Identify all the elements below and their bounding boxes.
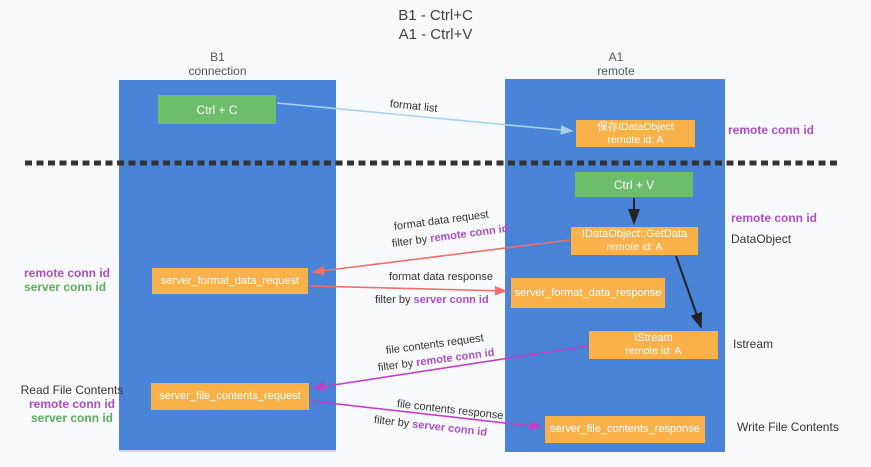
label-format-list: format list [389,98,439,115]
left-remote-conn-id-bottom: remote conn id [28,397,115,411]
node-getdata-line2: remote id: A [606,241,663,253]
filter-by-text: filter by [377,357,417,374]
lane-b1-sub: connection [188,64,247,78]
filter-by-text: filter by [391,233,431,250]
server-conn-id-text: server conn id [411,418,488,439]
node-ctrl-v: Ctrl + V [575,172,693,197]
lane-header-a1: A1 remote [528,50,704,78]
lane-header-b1: B1 connection [130,50,305,78]
node-server-format-data-response: server_format_data_response [511,278,665,308]
read-file-contents-label: Read File Contents [20,383,124,397]
node-format-request-label: server_format_data_request [160,274,300,287]
node-ctrl-c-label: Ctrl + C [196,102,238,117]
right-label-istream: Istream [733,337,774,351]
left-server-conn-id: server conn id [24,280,107,294]
lane-a1-name: A1 [608,50,624,64]
node-idataobject-getdata: IDataObject::GetData remote id: A [571,227,698,255]
right-label-remote-conn-id-mid: remote conn id [731,211,818,225]
node-istream: IStream remote id: A [589,331,718,359]
right-label-write-file-contents: Write File Contents [737,420,839,434]
arrow-format-data-response [309,285,508,296]
node-save-idataobject-line2: remote id: A [607,133,664,146]
label-filter-format-response: filter by server conn id [375,294,489,306]
server-conn-id-text: server conn id [413,294,489,306]
left-label-conn-ids-mid: remote conn id server conn id [24,266,111,294]
filter-by-text: filter by [373,414,413,431]
node-istream-line2: remote id: A [625,345,682,357]
node-ctrl-c: Ctrl + C [158,95,276,124]
node-save-idataobject: 保存IDataObject remote id: A [576,120,695,147]
title-line-1: B1 - Ctrl+C [398,7,473,24]
lane-b1-name: B1 [210,50,225,64]
left-remote-conn-id: remote conn id [24,266,111,280]
node-save-idataobject-line1: 保存IDataObject [597,120,674,133]
node-server-file-contents-response: server_file_contents_response [545,416,705,443]
node-server-format-data-request: server_format_data_request [152,268,308,294]
node-server-file-contents-request: server_file_contents_request [151,383,309,410]
node-format-response-label: server_format_data_response [514,286,662,299]
filter-by-text: filter by [375,294,414,306]
right-label-remote-conn-id-top: remote conn id [728,123,815,137]
left-label-read-file-block: Read File Contents remote conn id server… [17,383,127,425]
node-istream-line1: IStream [634,332,673,344]
node-getdata-line1: IDataObject::GetData [581,228,688,240]
diagram-title: B1 - Ctrl+C A1 - Ctrl+V [0,6,871,44]
node-file-response-label: server_file_contents_response [550,423,700,435]
title-line-2: A1 - Ctrl+V [398,26,473,43]
label-format-data-response: format data response [389,271,493,283]
right-label-dataobject: DataObject [731,232,792,246]
node-file-request-label: server_file_contents_request [159,390,301,402]
left-server-conn-id-bottom: server conn id [30,411,114,425]
lane-a1-sub: remote [597,64,635,78]
node-ctrl-v-label: Ctrl + V [613,177,655,192]
